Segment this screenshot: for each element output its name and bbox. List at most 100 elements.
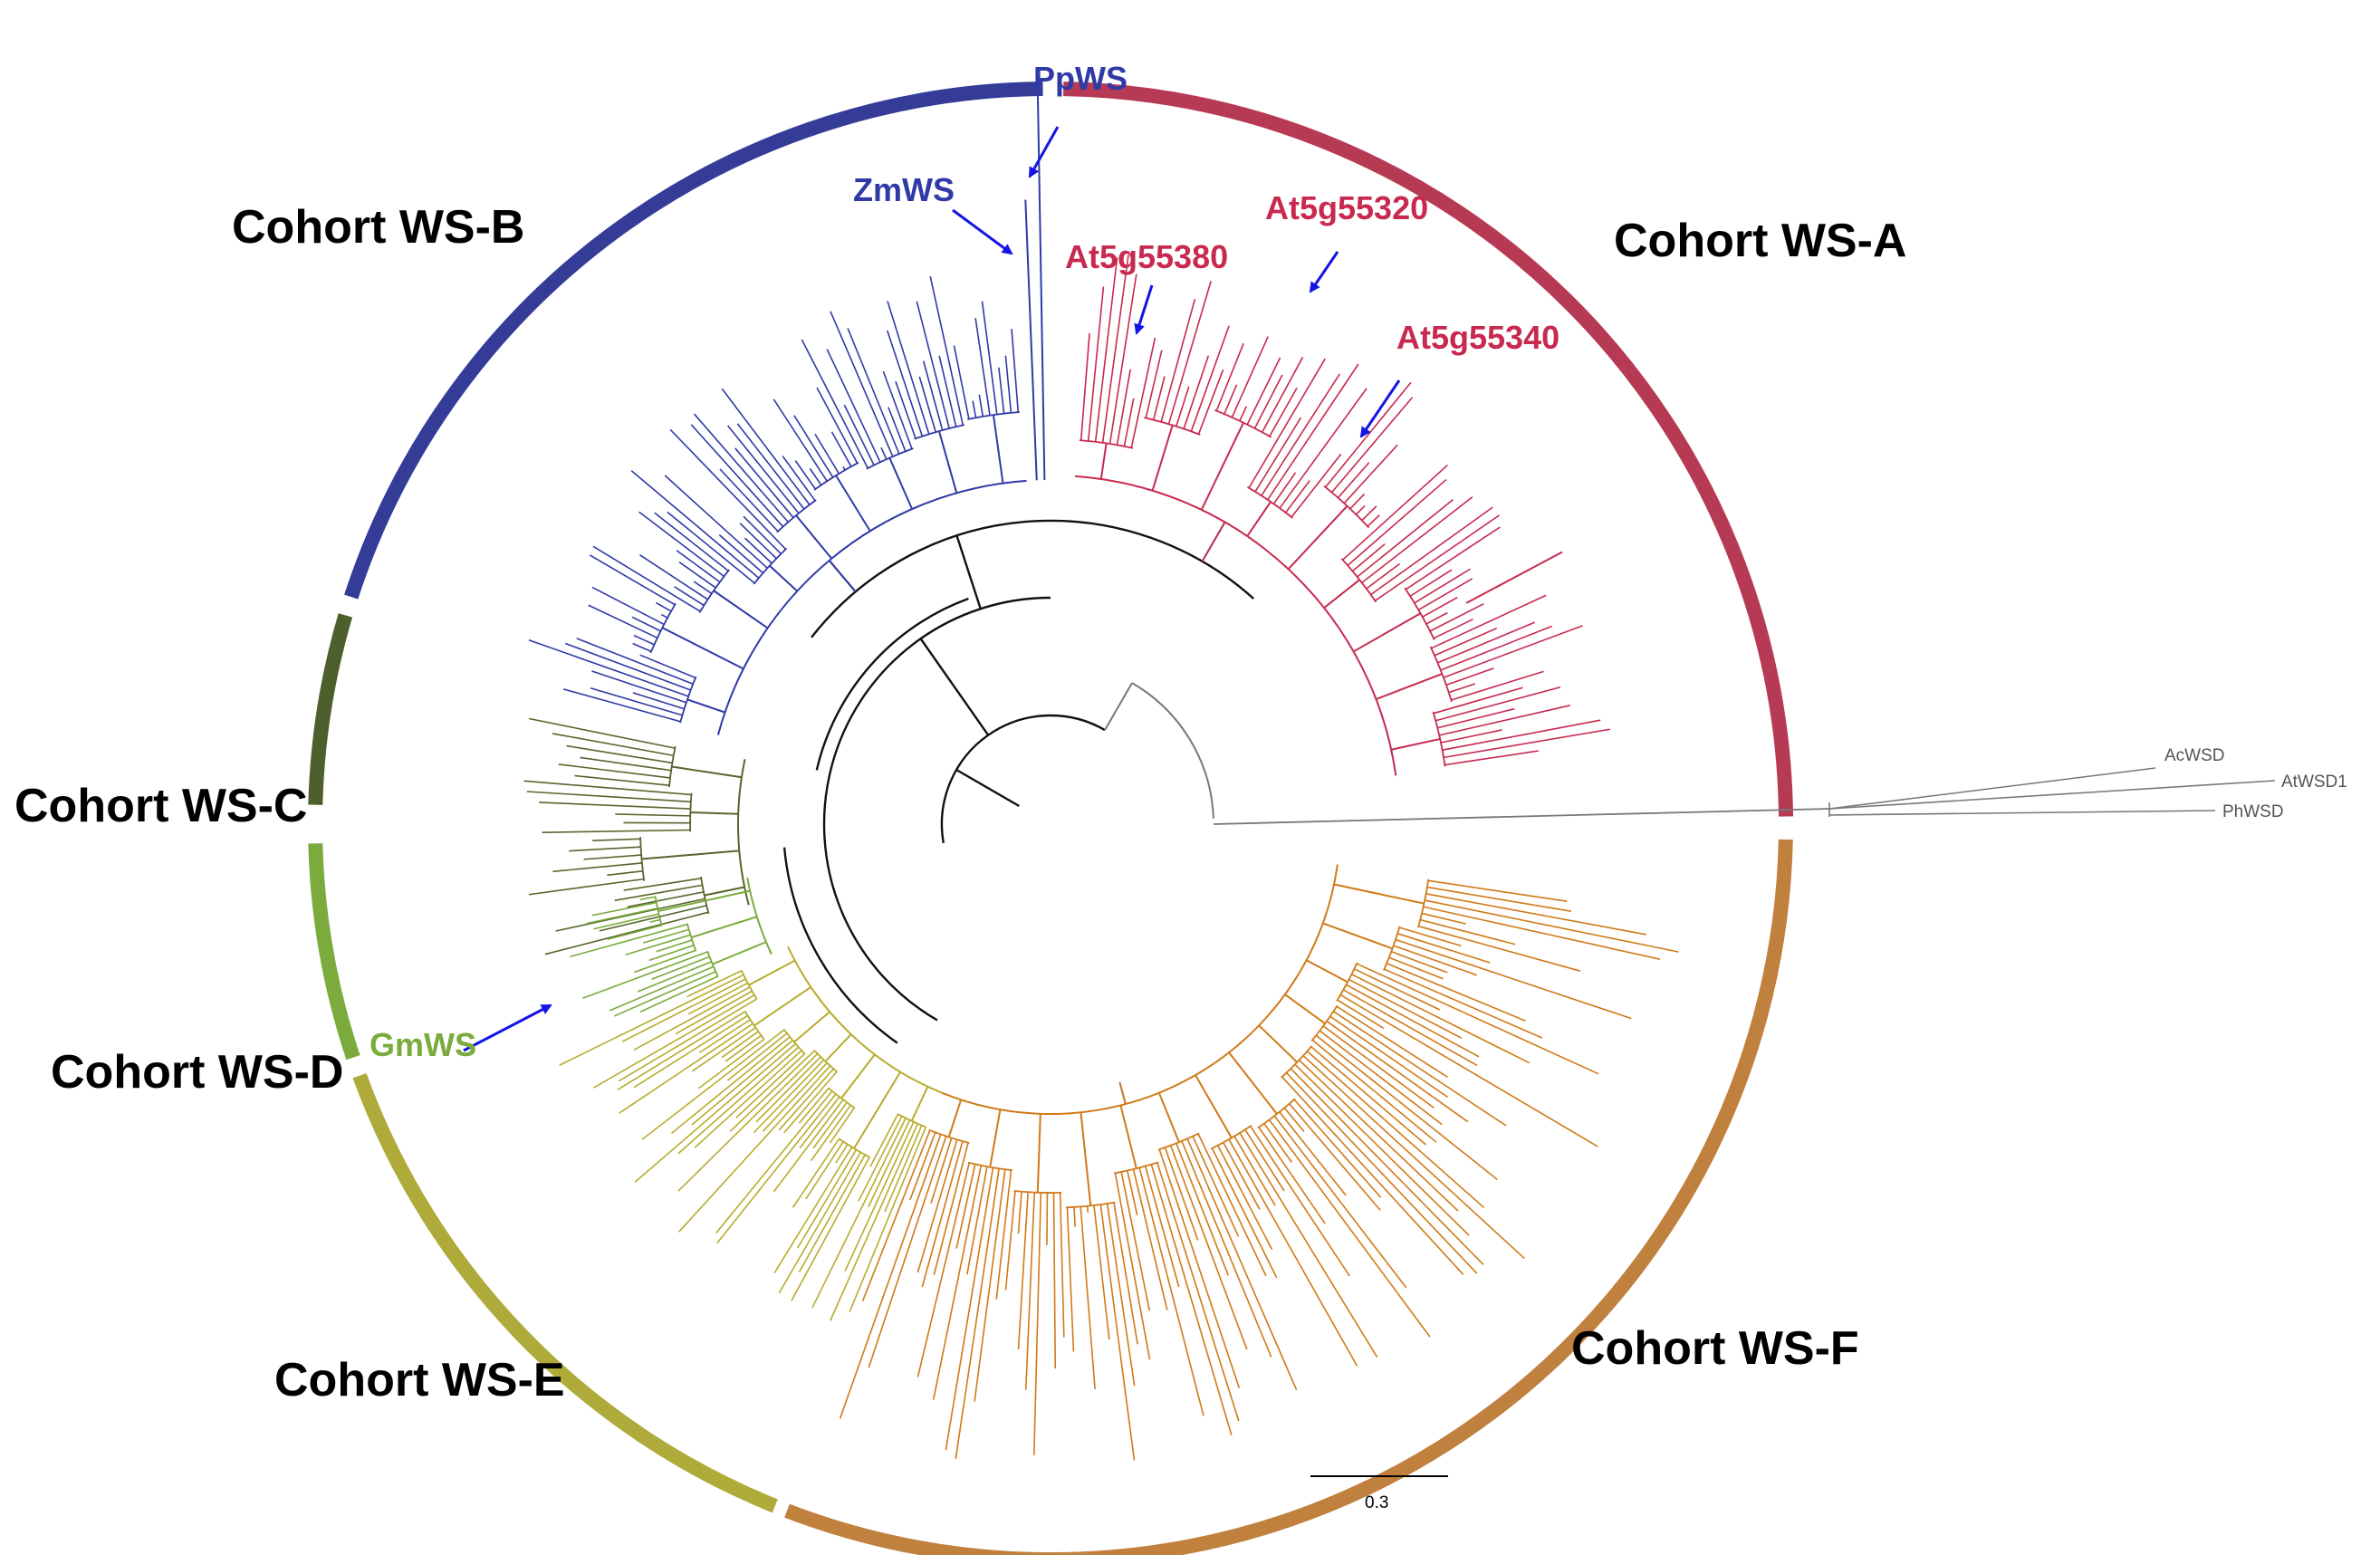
outgroup-label-acwsd: AcWSD bbox=[2164, 746, 2225, 765]
clade-leaf-branch bbox=[609, 965, 715, 1012]
clade-internal-branch bbox=[1333, 883, 1425, 905]
clade-leaf-branch bbox=[929, 276, 964, 426]
clade-sub-arc bbox=[649, 602, 677, 654]
stem-b bbox=[828, 560, 857, 593]
clade-leaf-branch bbox=[869, 1113, 899, 1167]
clade-leaf-branch bbox=[1384, 968, 1543, 1039]
clade-leaf-branch bbox=[719, 468, 779, 533]
clade-leaf-branch bbox=[812, 1101, 848, 1149]
clade-internal-branch bbox=[753, 986, 811, 1027]
clade-leaf-branch bbox=[654, 512, 729, 571]
clade-leaf-branch bbox=[783, 1070, 838, 1134]
clade-leaf-branch bbox=[1285, 1071, 1478, 1274]
clade-internal-branch bbox=[910, 1086, 929, 1122]
clade-leaf-branch bbox=[558, 763, 671, 779]
clade-leaf-branch bbox=[1294, 1063, 1470, 1236]
clade-leaf-branch bbox=[1080, 1206, 1096, 1389]
gene-label-zmws: ZmWS bbox=[853, 171, 955, 208]
clade-leaf-branch bbox=[887, 301, 930, 435]
clade-leaf-branch bbox=[1094, 257, 1118, 442]
clade-leaf-branch bbox=[1386, 963, 1526, 1022]
clade-leaf-branch bbox=[678, 561, 716, 589]
clade-sub-arc bbox=[1144, 417, 1201, 436]
clade-internal-branch bbox=[1036, 1113, 1041, 1193]
clade-leaf-branch bbox=[580, 756, 672, 772]
clade-leaf-branch bbox=[1442, 719, 1601, 751]
clade-sub-arc bbox=[1013, 1190, 1062, 1194]
clade-leaf-branch bbox=[1073, 1206, 1076, 1227]
cohort-label-b: Cohort WS-B bbox=[232, 201, 524, 254]
clade-leaf-branch bbox=[1333, 1011, 1507, 1127]
clade-leaf-branch bbox=[1388, 956, 1444, 980]
clade-sub-arc bbox=[1432, 711, 1446, 767]
gene-label-at5g55340: At5g55340 bbox=[1396, 319, 1559, 356]
clade-leaf-branch bbox=[945, 1167, 994, 1451]
clade-leaf-branch bbox=[1336, 1005, 1448, 1078]
ring-arc-a bbox=[1063, 82, 1793, 817]
clade-leaf-branch bbox=[1418, 925, 1581, 972]
clade-base-arc bbox=[1074, 475, 1397, 776]
clade-leaf-branch bbox=[566, 744, 673, 764]
clade-leaf-branch bbox=[715, 1090, 833, 1234]
clade-leaf-branch bbox=[1370, 506, 1493, 596]
clade-leaf-branch bbox=[1423, 906, 1661, 960]
clade-leaf-branch bbox=[953, 345, 970, 419]
clade-leaf-branch bbox=[1176, 386, 1190, 427]
clade-leaf-branch bbox=[634, 949, 696, 974]
clade-sub-arc bbox=[928, 1128, 970, 1144]
clade-sub-arc bbox=[679, 676, 697, 724]
clade-sub-arc bbox=[753, 547, 788, 585]
clade-leaf-branch bbox=[974, 1169, 1006, 1402]
clade-leaf-branch bbox=[1123, 398, 1135, 446]
outgroup-branch-phwsd bbox=[1828, 810, 2216, 816]
clade-leaf-branch bbox=[1080, 332, 1090, 441]
outgroup-label-atwsd1: AtWSD1 bbox=[2281, 773, 2347, 792]
clade-leaf-branch bbox=[1224, 384, 1238, 415]
clade-internal-branch bbox=[1246, 501, 1272, 537]
clade-sub-arc bbox=[744, 1010, 765, 1041]
clade-leaf-branch bbox=[632, 642, 652, 653]
clade-leaf-branch bbox=[916, 1139, 958, 1273]
clade-leaf-branch bbox=[582, 951, 708, 1000]
clade-base-arc bbox=[716, 479, 1027, 735]
clade-leaf-branch bbox=[1130, 337, 1156, 448]
clade-leaf-branch bbox=[736, 423, 805, 510]
clade-leaf-branch bbox=[649, 918, 661, 924]
clade-leaf-branch bbox=[938, 355, 957, 427]
clade-leaf-branch bbox=[858, 1115, 903, 1202]
clade-leaf-branch bbox=[1004, 1191, 1016, 1291]
clade-leaf-branch bbox=[810, 1104, 851, 1162]
clade-leaf-branch bbox=[792, 1137, 840, 1208]
clade-leaf-branch bbox=[591, 670, 687, 704]
clade-leaf-branch bbox=[523, 780, 692, 796]
clade-leaf-branch bbox=[773, 398, 828, 482]
clade-leaf-branch bbox=[526, 791, 691, 803]
clade-internal-branch bbox=[1390, 737, 1441, 751]
cohort-label-a: Cohort WS-A bbox=[1614, 215, 1906, 267]
clade-f bbox=[839, 864, 1679, 1461]
clade-leaf-branch bbox=[565, 642, 691, 691]
clade-leaf-branch bbox=[1367, 514, 1380, 527]
clade-internal-branch bbox=[1258, 1024, 1298, 1063]
clade-leaf-branch bbox=[1451, 670, 1544, 701]
scale-bar: 0.3 bbox=[1310, 1475, 1448, 1512]
clade-sub-arc bbox=[1404, 587, 1435, 640]
clade-leaf-branch bbox=[843, 404, 875, 466]
clade-internal-branch bbox=[712, 941, 767, 965]
clade-leaf-branch bbox=[1248, 358, 1326, 489]
clade-leaf-branch bbox=[830, 431, 852, 467]
clade-leaf-branch bbox=[592, 545, 701, 612]
clade-leaf-branch bbox=[782, 456, 816, 502]
gene-arrows bbox=[463, 126, 1401, 1052]
clade-sub-arc bbox=[866, 447, 914, 470]
clade-leaf-branch bbox=[698, 1038, 765, 1089]
clade-leaf-branch bbox=[1211, 1147, 1278, 1279]
clade-leaf-branch bbox=[1258, 1127, 1326, 1224]
clade-leaf-branch bbox=[633, 634, 655, 646]
clade-leaf-branch bbox=[1004, 355, 1012, 413]
clade-leaf-branch bbox=[1425, 893, 1647, 936]
clade-b bbox=[528, 276, 1027, 735]
clade-leaf-branch bbox=[1426, 886, 1572, 912]
clade-leaf-branch bbox=[1342, 464, 1448, 561]
backbone-arc-lower-left bbox=[782, 847, 898, 1044]
